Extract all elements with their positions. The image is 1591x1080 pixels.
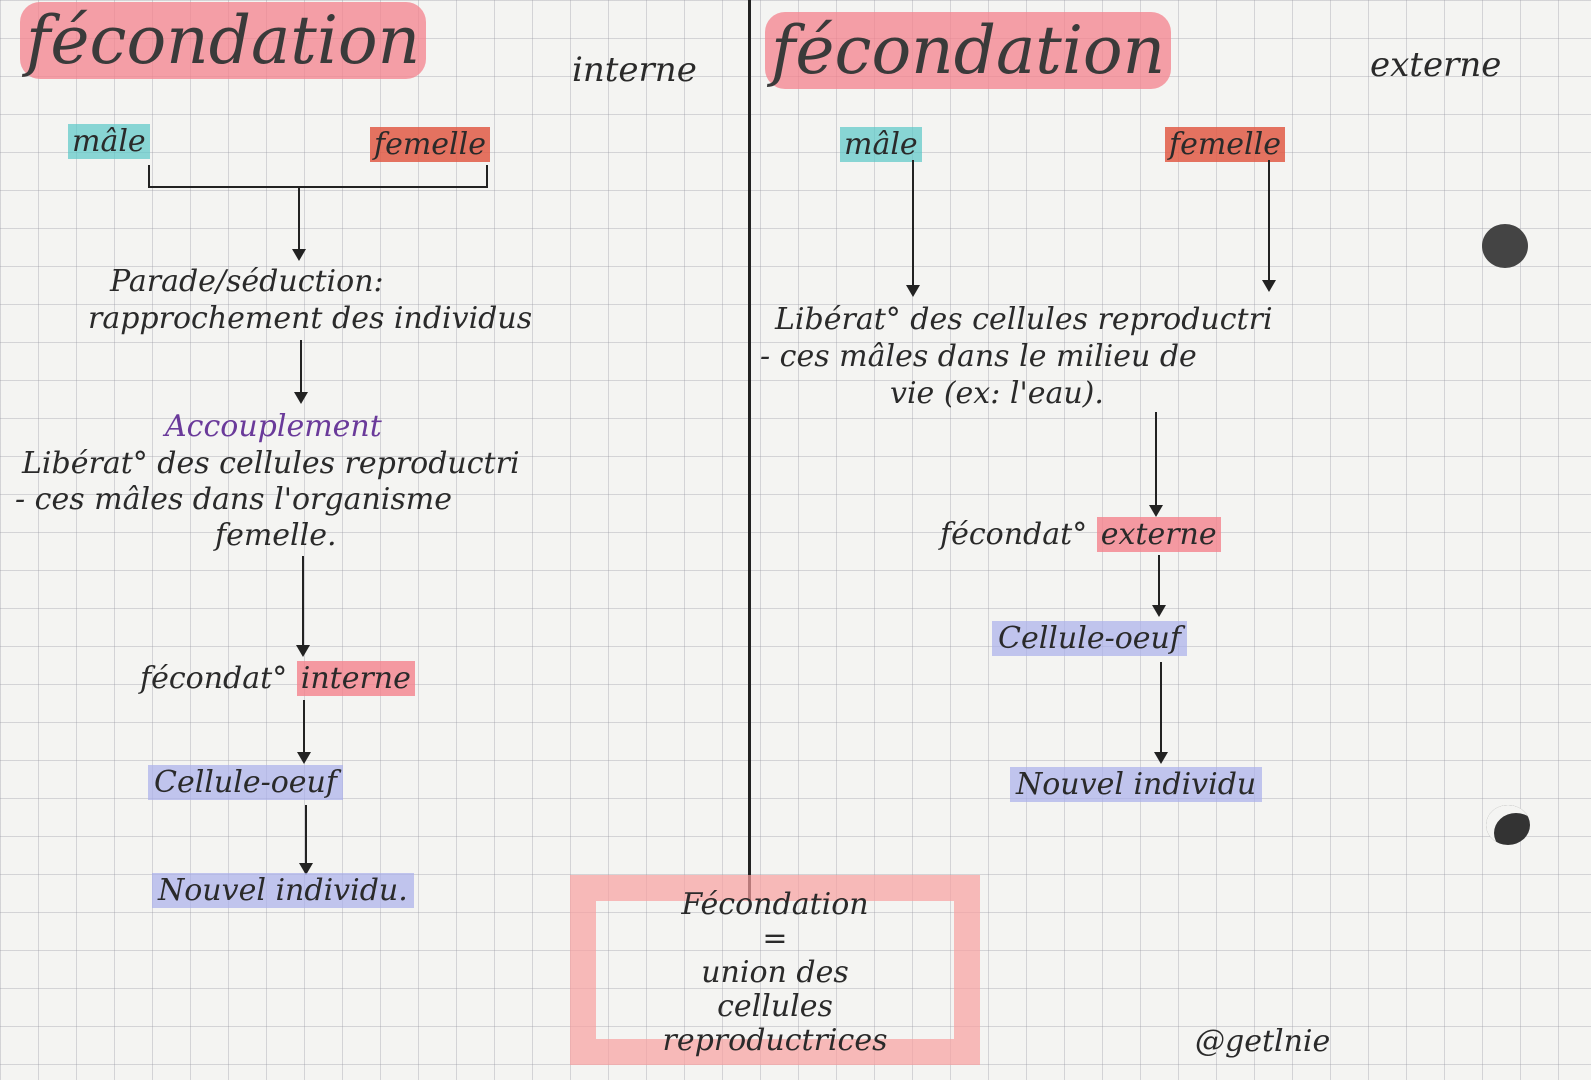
arrow-down [1152, 555, 1166, 617]
signature: @getlnie [1195, 1024, 1331, 1059]
right-title: fécondation [765, 12, 1172, 89]
left-step3-label: fécondat° [140, 661, 288, 696]
column-divider [748, 0, 751, 900]
right-step2-label: fécondat° [940, 517, 1088, 552]
summary-text: Fécondation = union des cellules reprodu… [596, 888, 954, 1058]
right-female: femelle [1165, 127, 1286, 162]
arrow-down [1149, 412, 1163, 517]
right-step1-line2: - ces mâles dans le milieu de [760, 339, 1197, 374]
right-male: mâle [840, 127, 922, 162]
binder-hole [1482, 224, 1528, 268]
arrow-down [292, 187, 306, 261]
summary-line: Fécondation [681, 887, 869, 922]
arrow-down [297, 700, 311, 764]
summary-box [570, 875, 980, 1065]
left-step2-line1: Libérat° des cellules reproductri [22, 446, 520, 481]
left-male-label: mâle [68, 124, 150, 159]
right-title-text: fécondation [765, 12, 1172, 89]
left-step5-text: Nouvel individu. [152, 873, 414, 908]
right-step2-highlight: externe [1096, 517, 1221, 552]
arrow-down [294, 340, 308, 404]
left-connector [486, 165, 488, 187]
binder-hole [1486, 805, 1530, 845]
arrow-down [1154, 662, 1168, 764]
right-male-label: mâle [840, 127, 922, 162]
summary-line: reproductrices [662, 1023, 888, 1058]
left-step2-line3: femelle. [215, 518, 337, 553]
right-step4-text: Nouvel individu [1010, 767, 1263, 802]
arrow-down [1262, 160, 1276, 292]
left-male: mâle [68, 124, 150, 159]
left-connector [148, 165, 150, 187]
right-step1-line3: vie (ex: l'eau). [890, 376, 1104, 411]
summary-line: = [762, 921, 788, 956]
left-connector [148, 186, 488, 188]
right-step2: fécondat° externe [940, 517, 1221, 552]
right-step3-text: Cellule-oeuf [992, 621, 1187, 656]
arrow-down [906, 160, 920, 297]
left-step4-text: Cellule-oeuf [148, 765, 343, 800]
right-step1-line1: Libérat° des cellules reproductri [775, 302, 1273, 337]
left-female: femelle [370, 127, 491, 162]
left-title-suffix: interne [572, 50, 697, 90]
left-step4: Cellule-oeuf [148, 765, 343, 800]
arrow-down [296, 556, 310, 657]
left-step3-highlight: interne [296, 661, 415, 696]
right-female-label: femelle [1165, 127, 1286, 162]
right-step3: Cellule-oeuf [992, 621, 1187, 656]
summary-line: union des [701, 955, 849, 990]
right-step4: Nouvel individu [1010, 767, 1263, 802]
arrow-down [299, 805, 313, 875]
left-step1-line1: Parade/séduction: [110, 264, 384, 299]
left-step2-line2: - ces mâles dans l'organisme [15, 482, 452, 517]
right-title-suffix: externe [1370, 45, 1502, 85]
left-title: fécondation [20, 2, 427, 79]
left-step3: fécondat° interne [140, 661, 415, 696]
left-step1-line2: rapprochement des individus [88, 301, 533, 336]
left-title-text: fécondation [20, 2, 427, 79]
left-step2-heading: Accouplement [165, 409, 382, 444]
left-female-label: femelle [370, 127, 491, 162]
summary-line: cellules [717, 989, 833, 1024]
left-step5: Nouvel individu. [152, 873, 414, 908]
